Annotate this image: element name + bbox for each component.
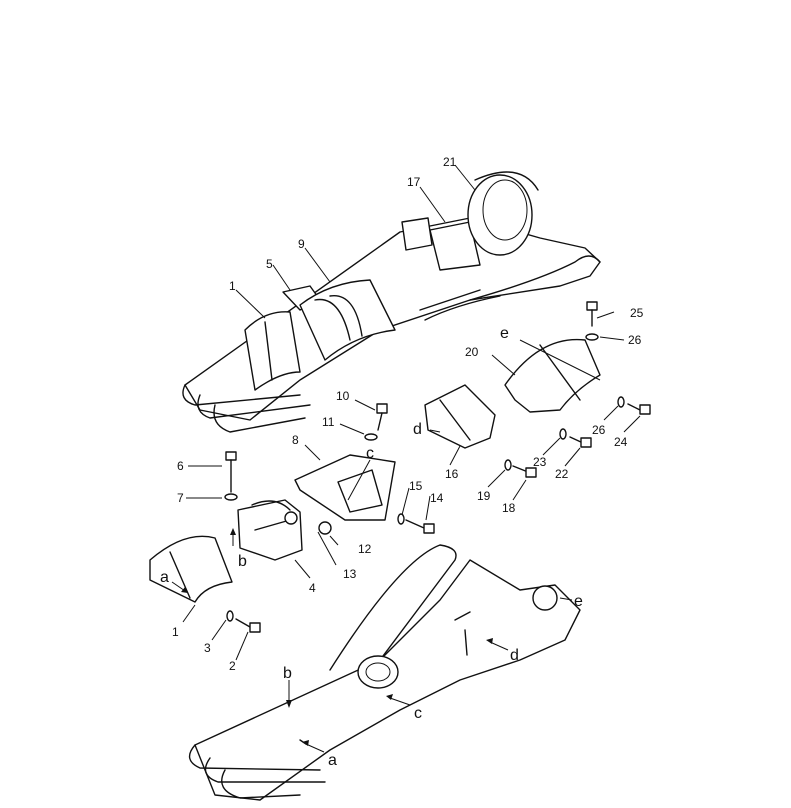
part-cover-1 <box>149 535 233 603</box>
ref-e-lower: e <box>574 593 583 610</box>
callout-15: 15 <box>409 479 423 493</box>
ref-c-upper: c <box>366 445 374 462</box>
callout-9: 9 <box>298 237 305 251</box>
part-guard-20 <box>504 338 601 413</box>
callout-17: 17 <box>407 175 421 189</box>
callout-5: 5 <box>266 257 273 271</box>
part-actuator-4 <box>237 499 303 561</box>
ref-e-upper: e <box>500 325 509 342</box>
callout-26b: 26 <box>592 423 606 437</box>
ref-d-upper: d <box>413 421 422 438</box>
callout-26a: 26 <box>628 333 642 347</box>
callout-19: 19 <box>477 489 491 503</box>
ref-b-upper: b <box>238 553 247 570</box>
callout-18: 18 <box>502 501 516 515</box>
callout-10: 10 <box>336 389 350 403</box>
ref-a-upper: a <box>160 569 169 586</box>
callout-7: 7 <box>177 491 184 505</box>
ref-d-lower: d <box>510 647 519 664</box>
callout-2: 2 <box>229 659 236 673</box>
reference-arrows <box>171 339 601 753</box>
lower-frame <box>188 544 581 801</box>
callout-12: 12 <box>358 542 372 556</box>
callout-8: 8 <box>292 433 299 447</box>
callout-22: 22 <box>555 467 569 481</box>
callout-6: 6 <box>177 459 184 473</box>
callout-21: 21 <box>443 155 457 169</box>
callout-3: 3 <box>204 641 211 655</box>
callout-1b: 1 <box>172 625 179 639</box>
callout-25: 25 <box>630 306 644 320</box>
callout-23: 23 <box>533 455 547 469</box>
part-bracket-8 <box>294 454 396 521</box>
reference-letters: a a b b c c d d e e <box>160 325 583 769</box>
callout-13: 13 <box>343 567 357 581</box>
ref-c-lower: c <box>414 705 422 722</box>
callout-24: 24 <box>614 435 628 449</box>
upper-frame-assembly <box>182 171 601 433</box>
callout-labels: 1 1 2 3 4 5 6 7 8 9 10 11 12 13 14 15 16… <box>172 155 644 673</box>
ref-a-lower: a <box>328 752 337 769</box>
callout-20: 20 <box>465 345 479 359</box>
callout-4: 4 <box>309 581 316 595</box>
callout-14: 14 <box>430 491 444 505</box>
part-guard-16 <box>424 384 496 449</box>
fasteners <box>224 301 651 633</box>
ref-b-lower: b <box>283 665 292 682</box>
leader-lines <box>182 164 641 661</box>
callout-16: 16 <box>445 467 459 481</box>
callout-1: 1 <box>229 279 236 293</box>
callout-11: 11 <box>322 415 335 429</box>
